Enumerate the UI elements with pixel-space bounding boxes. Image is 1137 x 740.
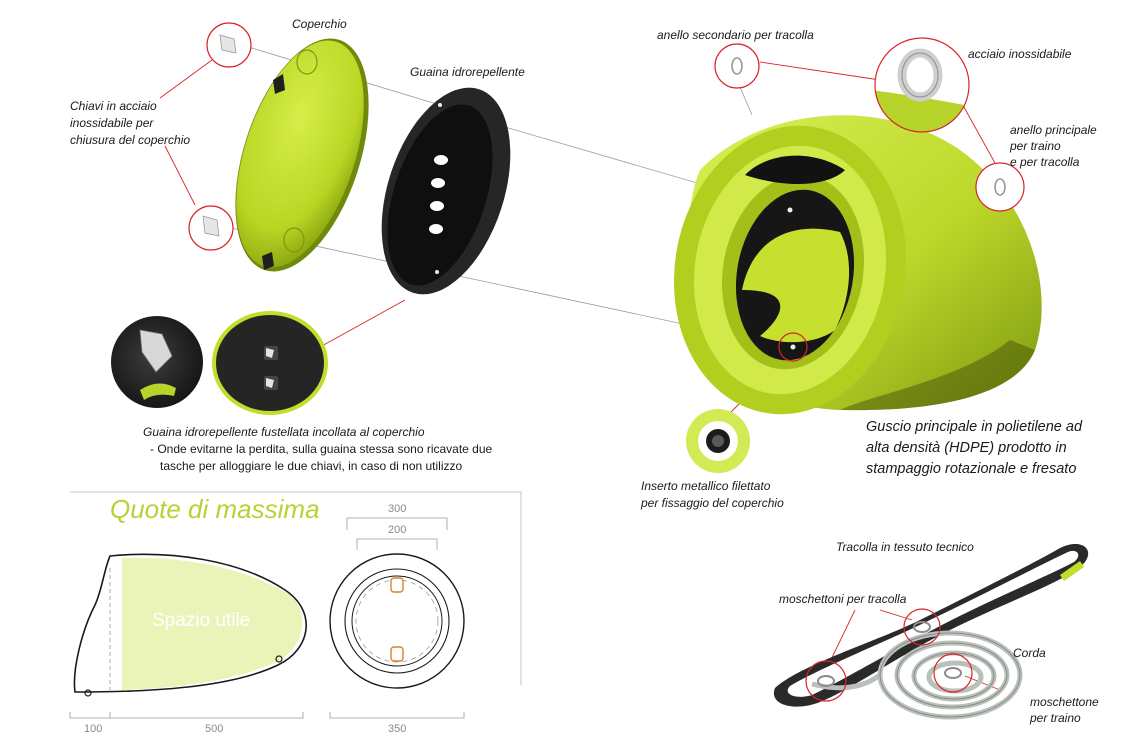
gasket [381,87,511,295]
strap-and-rope [773,543,1089,720]
label-spazio-utile: Spazio utile [152,610,251,631]
label-anello-principale-2: per traino [1010,139,1061,153]
label-chiavi-1: Chiavi in acciaio [70,99,157,113]
dimension-panel [69,491,522,719]
label-chiavi-2: inossidabile per [70,116,154,130]
dim-350: 350 [388,723,407,735]
label-inserto-1: Inserto metallico filettato [641,479,771,493]
label-inserto-2: per fissaggio del coperchio [641,496,784,510]
dim-300: 300 [388,503,407,515]
label-anello-principale-3: e per tracolla [1010,155,1080,169]
insert-detail [686,409,750,473]
label-guscio-3: stampaggio rotazionale e fresato [866,461,1077,477]
label-tracolla: Tracolla in tessuto tecnico [836,540,974,554]
label-guscio-2: alta densità (HDPE) prodotto in [866,440,1067,456]
insert-callout-ring [778,332,808,362]
label-chiavi-3: chiusura del coperchio [70,133,191,147]
dim-100: 100 [84,723,103,735]
label-coperchio: Coperchio [292,17,347,31]
main-shell [673,115,1042,415]
label-guaina-note-2: tasche per alloggiare le due chiavi, in … [160,459,463,473]
key-detail [111,316,203,408]
dim-200: 200 [388,524,407,536]
label-moschettone-1: moschettone [1030,695,1099,709]
dimension-title: Quote di massima [110,494,320,524]
label-acciaio: acciaio inossidabile [968,47,1072,61]
gasket-detail [212,311,328,415]
label-moschettoni: moschettoni per tracolla [779,592,907,606]
label-guscio-1: Guscio principale in polietilene ad [866,419,1083,435]
dim-500: 500 [205,723,224,735]
label-corda: Corda [1013,646,1046,660]
label-moschettone-2: per traino [1030,711,1081,725]
label-guaina: Guaina idrorepellente [410,65,525,79]
lid [235,38,369,272]
label-anello-secondario: anello secondario per tracolla [657,28,814,42]
label-guaina-fustellata: Guaina idrorepellente fustellata incolla… [143,425,425,439]
key-callouts [188,22,252,251]
label-guaina-note-1: - Onde evitarne la perdita, sulla guaina… [150,442,493,456]
label-anello-principale-1: anello principale [1010,123,1097,137]
